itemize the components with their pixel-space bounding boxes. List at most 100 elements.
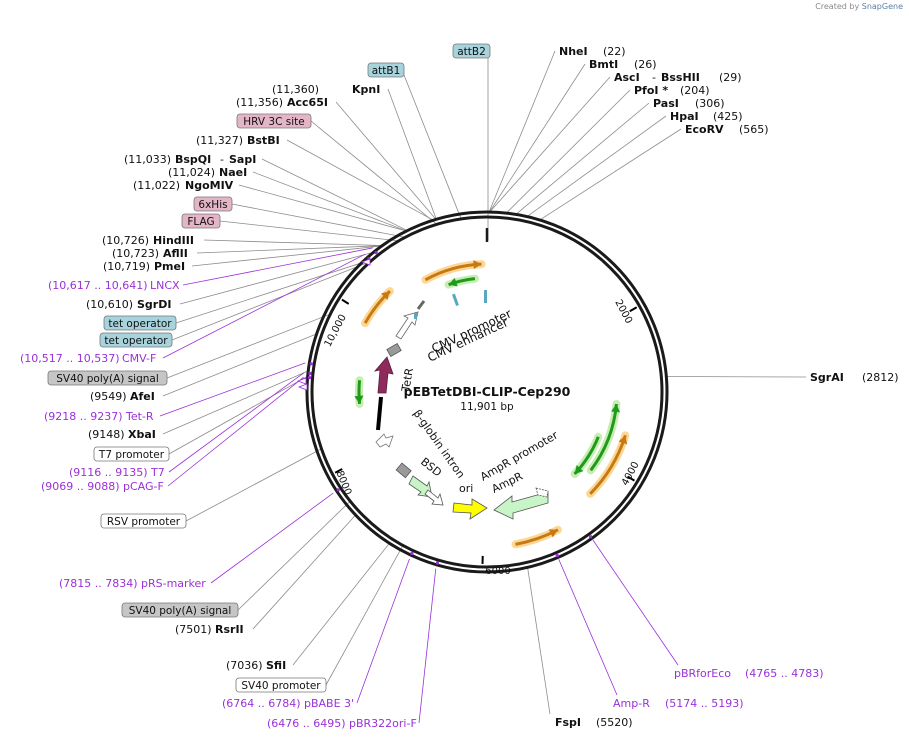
site-bspqi-name: BspQI xyxy=(175,153,211,166)
scale-tick-label-4: 10,000 xyxy=(323,313,349,349)
orf-orange-bottom-head xyxy=(548,529,558,538)
ampr-promoter-arrow xyxy=(535,487,549,498)
site-bstbi-name: BstBI xyxy=(247,134,280,147)
box-label-his6: 6xHis xyxy=(198,199,227,211)
leader-hindiii xyxy=(203,239,383,246)
scale-tick-1 xyxy=(627,475,635,482)
primer-lncx-name: LNCX xyxy=(150,279,180,292)
gray-block-bottom xyxy=(395,462,412,479)
site-bmti-name: BmtI xyxy=(589,58,618,71)
site-ngomiv-pos: (11,022) xyxy=(133,179,180,192)
leader-hpai xyxy=(526,115,667,217)
leader-attb1 xyxy=(403,74,462,220)
cmv-enhancer-bar xyxy=(416,300,426,310)
small-blue-marker3 xyxy=(484,290,487,303)
site-sgrai-name: SgrAI xyxy=(810,371,844,384)
credit-prefix: Created by xyxy=(815,2,860,11)
ori-arrow xyxy=(452,498,488,520)
orf-arcs xyxy=(354,260,630,549)
box-teto2 xyxy=(99,332,173,348)
site-aflii-name: AflII xyxy=(163,247,188,260)
leader-rsvprom xyxy=(185,448,322,522)
box-label-flag: FLAG xyxy=(187,216,214,228)
box-label-teto1: tet operator xyxy=(108,318,172,330)
primer-mark-pbabe3 xyxy=(410,551,414,555)
site-asci-sep: - xyxy=(652,71,656,84)
backbone-outer xyxy=(305,210,669,574)
site-naei-name: NaeI xyxy=(219,166,247,179)
site-kpni-pos: (11,360) xyxy=(272,83,319,96)
primer-leader-cmvf xyxy=(162,253,366,359)
box-his6 xyxy=(193,196,233,212)
site-acc65i-name: Acc65I xyxy=(287,96,328,109)
box-sv40prom xyxy=(235,677,327,693)
leader-his6 xyxy=(231,203,406,238)
primer-mark-pbrforeco xyxy=(589,535,593,539)
site-ngomiv-name: NgoMIV xyxy=(185,179,234,192)
backbone-inner xyxy=(310,215,664,569)
primer-mark-ampr xyxy=(555,554,559,558)
small-blue-marker2 xyxy=(452,293,459,306)
leader-flag xyxy=(219,220,399,242)
leader-sv40prom xyxy=(325,545,404,686)
plasmid-name: pEBTetDBI-CLIP-Cep290 xyxy=(404,384,571,399)
site-afei-pos: (9549) xyxy=(90,390,127,403)
leader-t7prom xyxy=(168,372,314,455)
site-bspqi-name2: SapI xyxy=(229,153,256,166)
primer-ampr-range: (5174 .. 5193) xyxy=(665,697,744,710)
primer-pbrforeco-name: pBRforEco xyxy=(674,667,731,680)
site-acc65i-pos: (11,356) xyxy=(236,96,283,109)
box-label-teto2: tet operator xyxy=(104,335,168,347)
site-bmti-pos: (26) xyxy=(634,58,657,71)
site-xbai-name: XbaI xyxy=(128,428,156,441)
site-bspqi-sep: - xyxy=(220,153,224,166)
orf-orange-right-head xyxy=(618,435,628,445)
tetr-bar xyxy=(376,396,383,431)
primer-leader-pbr322 xyxy=(418,568,437,724)
site-sgrai-pos: (2812) xyxy=(862,371,899,384)
site-asci-name: AscI xyxy=(614,71,640,84)
primer-leader-prsmarker xyxy=(210,492,334,584)
orf-orange-left-head xyxy=(381,291,390,300)
box-hrv3c xyxy=(236,113,312,129)
site-sgrdi-name: SgrDI xyxy=(137,298,171,311)
orf-green-right1-head xyxy=(611,403,621,413)
feature-tetr: TetR xyxy=(399,367,416,394)
box-flag xyxy=(181,213,221,229)
gray-block-top xyxy=(386,342,402,358)
box-sv40pa2 xyxy=(121,602,239,618)
site-kpni-name: KpnI xyxy=(352,83,380,96)
site-bspqi-pos: (11,033) xyxy=(124,153,171,166)
primer-pbabe3-name: pBABE 3' xyxy=(304,697,354,710)
small-blue-marker1 xyxy=(414,313,417,319)
site-pmei-pos: (10,719) xyxy=(103,260,150,273)
box-attb1 xyxy=(367,62,405,78)
orf-green-top-head xyxy=(448,277,458,287)
site-pasi-pos: (306) xyxy=(695,97,725,110)
site-bstbi-pos: (11,327) xyxy=(196,134,243,147)
leader-bspqi xyxy=(261,158,408,231)
primer-prsmarker-name: pRS-marker xyxy=(141,577,206,590)
box-teto1 xyxy=(103,315,177,331)
leader-bstbi xyxy=(286,139,434,221)
box-label-sv40pa2: SV40 poly(A) signal xyxy=(129,605,232,617)
scale-tick-0 xyxy=(629,306,638,313)
primer-mark-pcagf xyxy=(308,376,312,380)
primer-tetr-name: Tet-R xyxy=(125,410,154,423)
leader-sv40pa1 xyxy=(166,313,331,379)
primer-leader-lines xyxy=(159,247,679,724)
white-arrow-bsd xyxy=(424,489,444,506)
leader-bmti xyxy=(489,63,586,213)
leader-ngomiv xyxy=(238,184,407,232)
primer-mark-tetr xyxy=(309,362,313,366)
scale-tick-3 xyxy=(334,468,343,474)
site-aflii-pos: (10,723) xyxy=(112,247,159,260)
scale-tick-label-1: 4000 xyxy=(620,460,642,488)
orf-green-left-head xyxy=(354,395,364,404)
primer-mark-pbr322 xyxy=(435,561,439,565)
primer-pbrforeco-range: (4765 .. 4783) xyxy=(745,667,824,680)
ampr-arrow xyxy=(493,491,549,520)
box-sv40pa1 xyxy=(47,370,168,386)
box-label-rsvprom: RSV promoter xyxy=(107,516,181,528)
